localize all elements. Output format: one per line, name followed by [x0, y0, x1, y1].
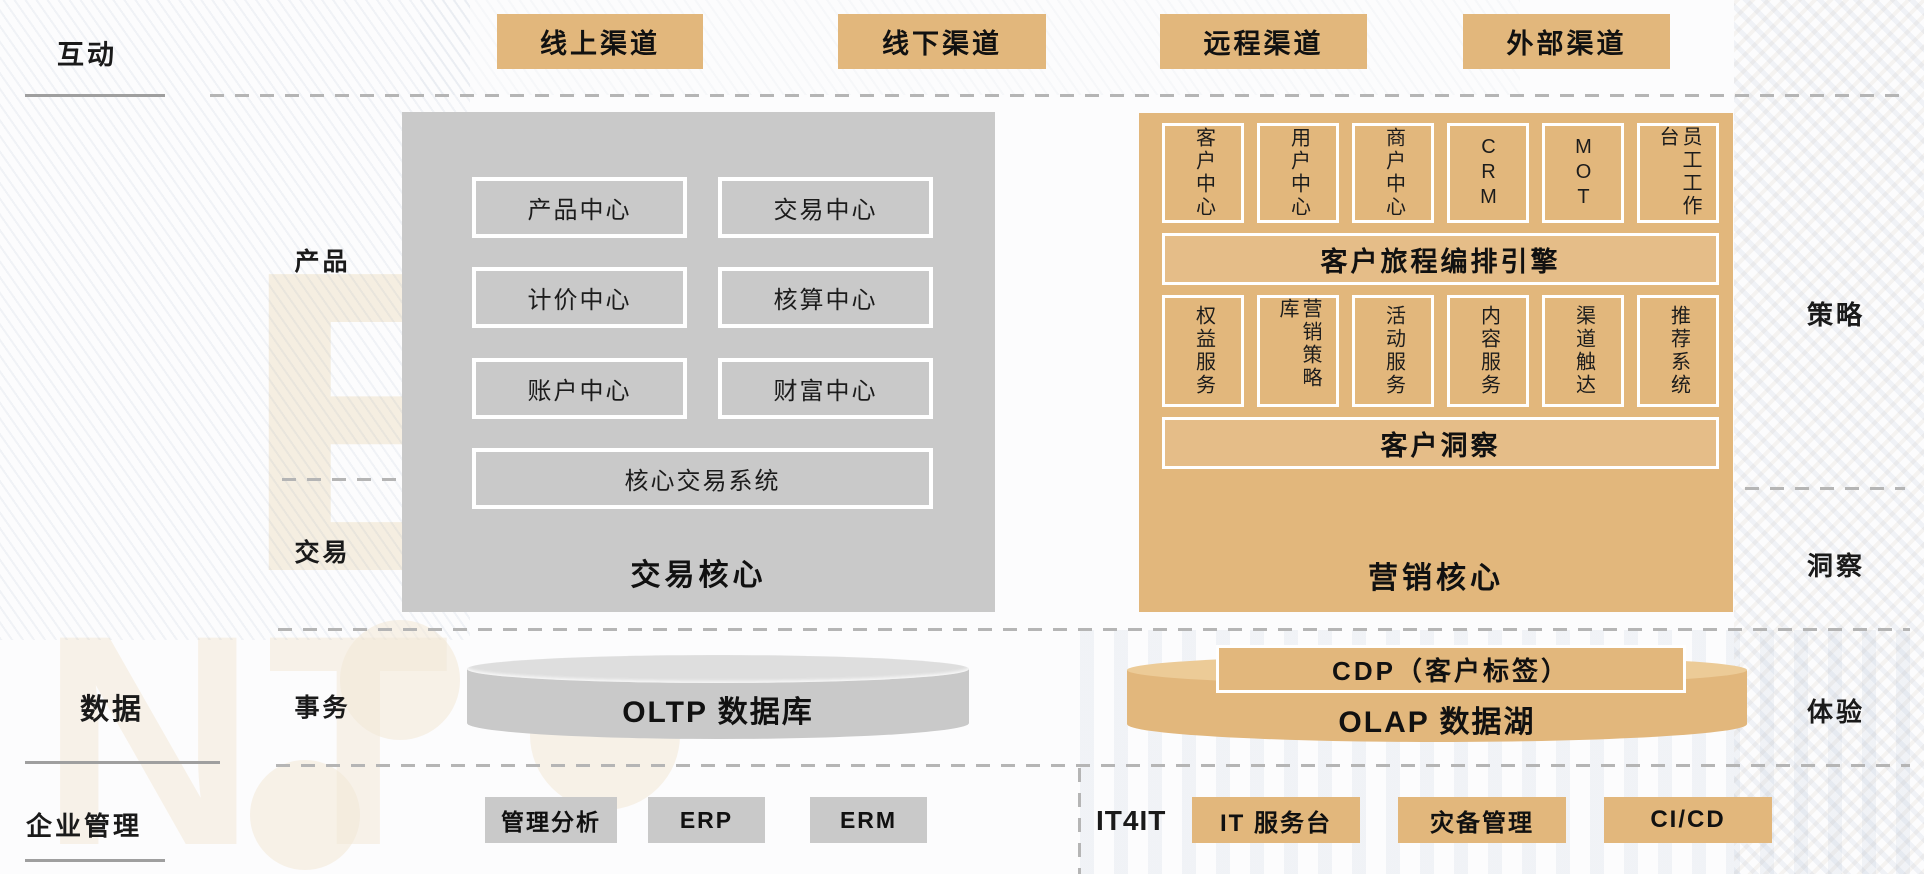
- cylinder-cap: [467, 655, 969, 683]
- vbox-label: 权益服务: [1192, 305, 1215, 397]
- trade-core-box: 计价中心: [472, 267, 687, 328]
- marketing-row2-box: 营销策略库: [1257, 295, 1339, 407]
- rail-label-trade: 交易: [294, 539, 351, 567]
- divider-enterprise-top: [25, 761, 220, 764]
- rail-label-product: 产品: [294, 248, 351, 276]
- rail-label-experience: 体验: [1806, 697, 1865, 727]
- divider-top-dashed: [210, 94, 1910, 97]
- mgmt-analysis-box: 管理分析: [485, 797, 617, 843]
- vbox-label: 推荐系统: [1667, 305, 1690, 397]
- vbox-label: MOT: [1572, 135, 1595, 211]
- marketing-row2-box: 内容服务: [1447, 295, 1529, 407]
- customer-insight-bar: 客户洞察: [1162, 417, 1719, 469]
- trade-core-title: 交易核心: [630, 559, 767, 592]
- marketing-row1-box: 用户中心: [1257, 123, 1339, 223]
- vbox-label: 活动服务: [1382, 305, 1405, 397]
- trade-core-box: 核算中心: [718, 267, 933, 328]
- marketing-row1-box: 员工工作台: [1637, 123, 1719, 223]
- marketing-core-title: 营销核心: [1368, 562, 1504, 595]
- marketing-row1-box: 商户中心: [1352, 123, 1434, 223]
- marketing-row2-box: 权益服务: [1162, 295, 1244, 407]
- photo-texture: [1734, 0, 1924, 874]
- divider-enterprise-bottom: [25, 859, 165, 862]
- vbox-label: 用户中心: [1287, 127, 1310, 219]
- vbox-label: 商户中心: [1382, 127, 1405, 219]
- oltp-database-cylinder: OLTP 数据库: [467, 655, 969, 747]
- marketing-row1-box: CRM: [1447, 123, 1529, 223]
- trade-core-container: 产品中心 交易中心 计价中心 核算中心 账户中心 财富中心 核心交易系统 交易核…: [402, 112, 995, 612]
- vbox-label: 客户中心: [1192, 127, 1215, 219]
- oltp-database-label: OLTP 数据库: [622, 696, 814, 729]
- divider-strategy-insight: [1745, 487, 1905, 490]
- rail-label-enterprise: 企业管理: [26, 811, 143, 841]
- erp-box: ERP: [648, 797, 765, 843]
- marketing-row2-box: 推荐系统: [1637, 295, 1719, 407]
- rail-label-interact: 互动: [57, 40, 117, 70]
- divider-product-trade: [282, 478, 402, 481]
- divider-data-layer: [278, 628, 1910, 631]
- marketing-row1-box: MOT: [1542, 123, 1624, 223]
- marketing-row1-box: 客户中心: [1162, 123, 1244, 223]
- rail-label-strategy: 策略: [1806, 300, 1865, 330]
- divider-interact: [25, 94, 165, 97]
- disaster-recovery-box: 灾备管理: [1398, 797, 1566, 843]
- divider-bottom-dashed: [276, 764, 1910, 767]
- olap-datalake-label: OLAP 数据湖: [1338, 706, 1536, 739]
- vbox-label: 营销策略库: [1276, 298, 1321, 390]
- rail-label-insight: 洞察: [1806, 551, 1865, 581]
- marketing-row2-box: 活动服务: [1352, 295, 1434, 407]
- vbox-label: 渠道触达: [1572, 305, 1595, 397]
- rail-label-data: 数据: [80, 694, 145, 726]
- vbox-label: 员工工作台: [1656, 126, 1701, 218]
- channel-offline: 线下渠道: [838, 14, 1046, 69]
- channel-external: 外部渠道: [1463, 14, 1670, 69]
- divider-it4it-vertical: [1078, 768, 1081, 874]
- trade-core-box: 账户中心: [472, 358, 687, 419]
- vbox-label: CRM: [1477, 135, 1500, 211]
- marketing-row2-box: 渠道触达: [1542, 295, 1624, 407]
- erm-box: ERM: [810, 797, 927, 843]
- rail-label-it4it: IT4IT: [1096, 805, 1167, 836]
- channel-remote: 远程渠道: [1160, 14, 1367, 69]
- core-trading-system-box: 核心交易系统: [472, 448, 933, 509]
- marketing-core-container: 客户中心 用户中心 商户中心 CRM MOT 员工工作台 客户旅程编排引擎 权益…: [1139, 113, 1733, 612]
- trade-core-box: 交易中心: [718, 177, 933, 238]
- background-blob: [250, 760, 360, 870]
- vbox-label: 内容服务: [1477, 305, 1500, 397]
- channel-online: 线上渠道: [497, 14, 703, 69]
- trade-core-box: 产品中心: [472, 177, 687, 238]
- cicd-box: CI/CD: [1604, 797, 1772, 843]
- journey-engine-bar: 客户旅程编排引擎: [1162, 233, 1719, 285]
- trade-core-box: 财富中心: [718, 358, 933, 419]
- it-servicedesk-box: IT 服务台: [1192, 797, 1360, 843]
- cdp-box: CDP（客户标签）: [1216, 645, 1686, 693]
- rail-label-transaction: 事务: [294, 694, 351, 722]
